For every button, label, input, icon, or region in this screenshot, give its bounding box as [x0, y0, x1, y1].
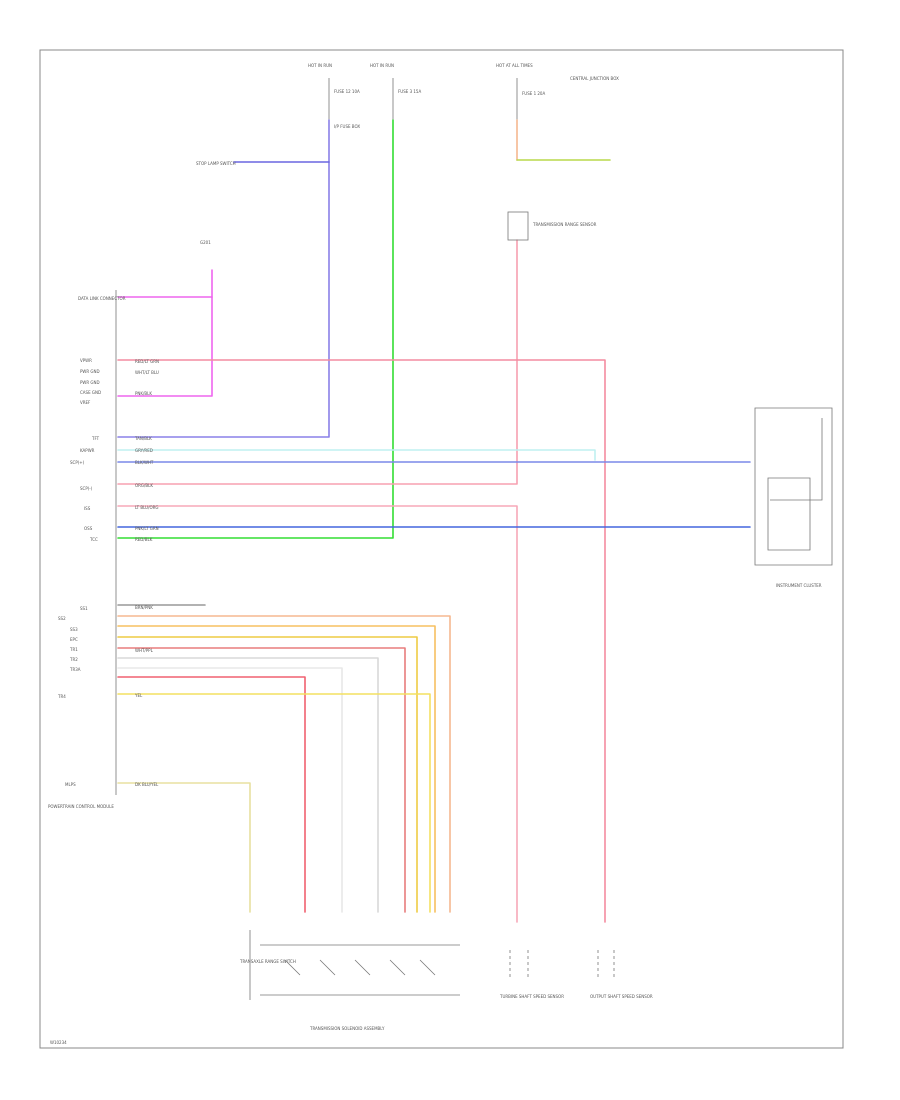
- fuse3-header: HOT AT ALL TIMES: [496, 63, 533, 68]
- wire-tr-5: [117, 657, 379, 913]
- fuse-group-3: HOT AT ALL TIMES FUSE 1 20A CENTRAL JUNC…: [496, 63, 619, 120]
- wire-tr-4: [117, 647, 406, 913]
- pin-label-15: EPC: [70, 637, 78, 642]
- wire-tr-2: [117, 625, 436, 913]
- wire-code-7: LT BLU/ORG: [135, 505, 158, 510]
- pcm-pin-labels: VPWR PWR GND PWR GND CASE GND VREF TFT K…: [57, 358, 101, 787]
- pin-label-3: CASE GND: [80, 390, 101, 395]
- wire-tr-6: [117, 667, 343, 913]
- pin-label-17: TR2: [69, 657, 78, 662]
- wire-cyan: [117, 449, 596, 461]
- pin-label-5: TFT: [91, 436, 100, 441]
- cluster-signal: [770, 418, 823, 501]
- pin-label-1: PWR GND: [80, 369, 100, 374]
- fuse2-name: FUSE 3 15A: [398, 89, 421, 94]
- wire-pink-oss: [117, 505, 518, 923]
- turbine-speed-label: TURBINE SHAFT SPEED SENSOR: [499, 994, 564, 999]
- cluster-inner: [767, 477, 811, 551]
- fuse3-box: CENTRAL JUNCTION BOX: [570, 76, 619, 81]
- cluster-outline: [754, 407, 833, 566]
- pin-label-4: VREF: [80, 400, 91, 405]
- cluster-label: INSTRUMENT CLUSTER: [776, 583, 822, 588]
- wire-tr-8: [117, 693, 431, 913]
- wire-code-12: WHT/PPL: [135, 648, 154, 653]
- wire-red-long: [117, 359, 606, 923]
- trans-solenoid-label: TRANSMISSION SOLENOID ASSEMBLY: [309, 1026, 385, 1031]
- trans-range-label: TRANSAXLE RANGE SWITCH: [239, 959, 296, 964]
- pin-label-2: PWR GND: [80, 380, 100, 385]
- wire-code-9: RED/BLK: [135, 537, 153, 542]
- wire-code-3: TAN/BLK: [134, 436, 152, 441]
- speed-sensor-ends: [509, 950, 615, 980]
- g201-label: G201: [200, 240, 211, 245]
- fuse1-header: HOT IN RUN: [308, 63, 332, 68]
- wire-magenta: [117, 296, 213, 397]
- wire-fuse1-blue: [117, 119, 330, 438]
- fuse2-header: HOT IN RUN: [370, 63, 394, 68]
- wire-tr-7: [117, 676, 306, 913]
- pin-label-7: SCP(+): [70, 460, 85, 465]
- wire-code-4: GRY/RED: [135, 448, 153, 453]
- pin-label-16: TR1: [69, 647, 78, 652]
- pin-label-20: MLPS: [65, 782, 76, 787]
- relay-box: [507, 211, 529, 241]
- fuse1-name: FUSE 12 10A: [334, 89, 360, 94]
- wire-code-8: PNK/LT GRN: [135, 526, 159, 531]
- fuse1-box: I/P FUSE BOX: [334, 124, 360, 129]
- wire-tr-1: [117, 615, 451, 913]
- wire-tr-3: [117, 636, 418, 913]
- pin-label-9: ISS: [84, 506, 91, 511]
- pin-label-10: OSS: [84, 526, 93, 531]
- pin-label-19: TR4: [57, 694, 66, 699]
- trs-label: TRANSMISSION RANGE SENSOR: [532, 222, 597, 227]
- wire-code-2: PNK/BLK: [135, 391, 152, 396]
- wire-code-13: DK BLU/YEL: [135, 782, 159, 787]
- pin-label-8: SCP(-): [80, 486, 93, 491]
- diagram-frame: [39, 49, 844, 1049]
- wire-code-5: BLK/WHT: [135, 460, 154, 465]
- wire-code-1: WHT/LT BLU: [135, 370, 159, 375]
- wire-code-11: YEL: [134, 693, 143, 698]
- wire-tr-9: [117, 782, 251, 913]
- output-speed-label: OUTPUT SHAFT SPEED SENSOR: [590, 994, 653, 999]
- fuse3-name: FUSE 1 20A: [522, 91, 545, 96]
- wire-code-labels: RED/LT GRN WHT/LT BLU PNK/BLK TAN/BLK GR…: [134, 359, 159, 787]
- fuse-group-2: HOT IN RUN FUSE 3 15A: [370, 63, 421, 120]
- data-link-label: DATA LINK CONNECTOR: [78, 296, 126, 301]
- pin-label-6: KAPWR: [80, 448, 95, 453]
- wire-code-10: BRN/PNK: [135, 605, 153, 610]
- pin-label-13: SS2: [58, 616, 66, 621]
- stop-lamp-label: STOP LAMP SWITCH: [196, 161, 236, 166]
- wire-code-6: ORG/BLK: [135, 483, 153, 488]
- wire-fuse2-green: [117, 119, 394, 539]
- fuse-group-1: HOT IN RUN FUSE 12 10A I/P FUSE BOX: [308, 63, 360, 129]
- pin-label-18: TR3A: [69, 667, 81, 672]
- pin-label-11: TCC: [89, 537, 98, 542]
- tcm-label: POWERTRAIN CONTROL MODULE: [48, 804, 114, 809]
- solenoid-switches: [249, 930, 460, 1000]
- pin-label-14: SS3: [70, 627, 78, 632]
- wire-fuse3-pink: [117, 239, 518, 485]
- footer-code: W10234: [50, 1040, 67, 1045]
- wire-code-0: RED/LT GRN: [135, 359, 159, 364]
- pin-label-0: VPWR: [80, 358, 92, 363]
- pin-label-12: SS1: [80, 606, 88, 611]
